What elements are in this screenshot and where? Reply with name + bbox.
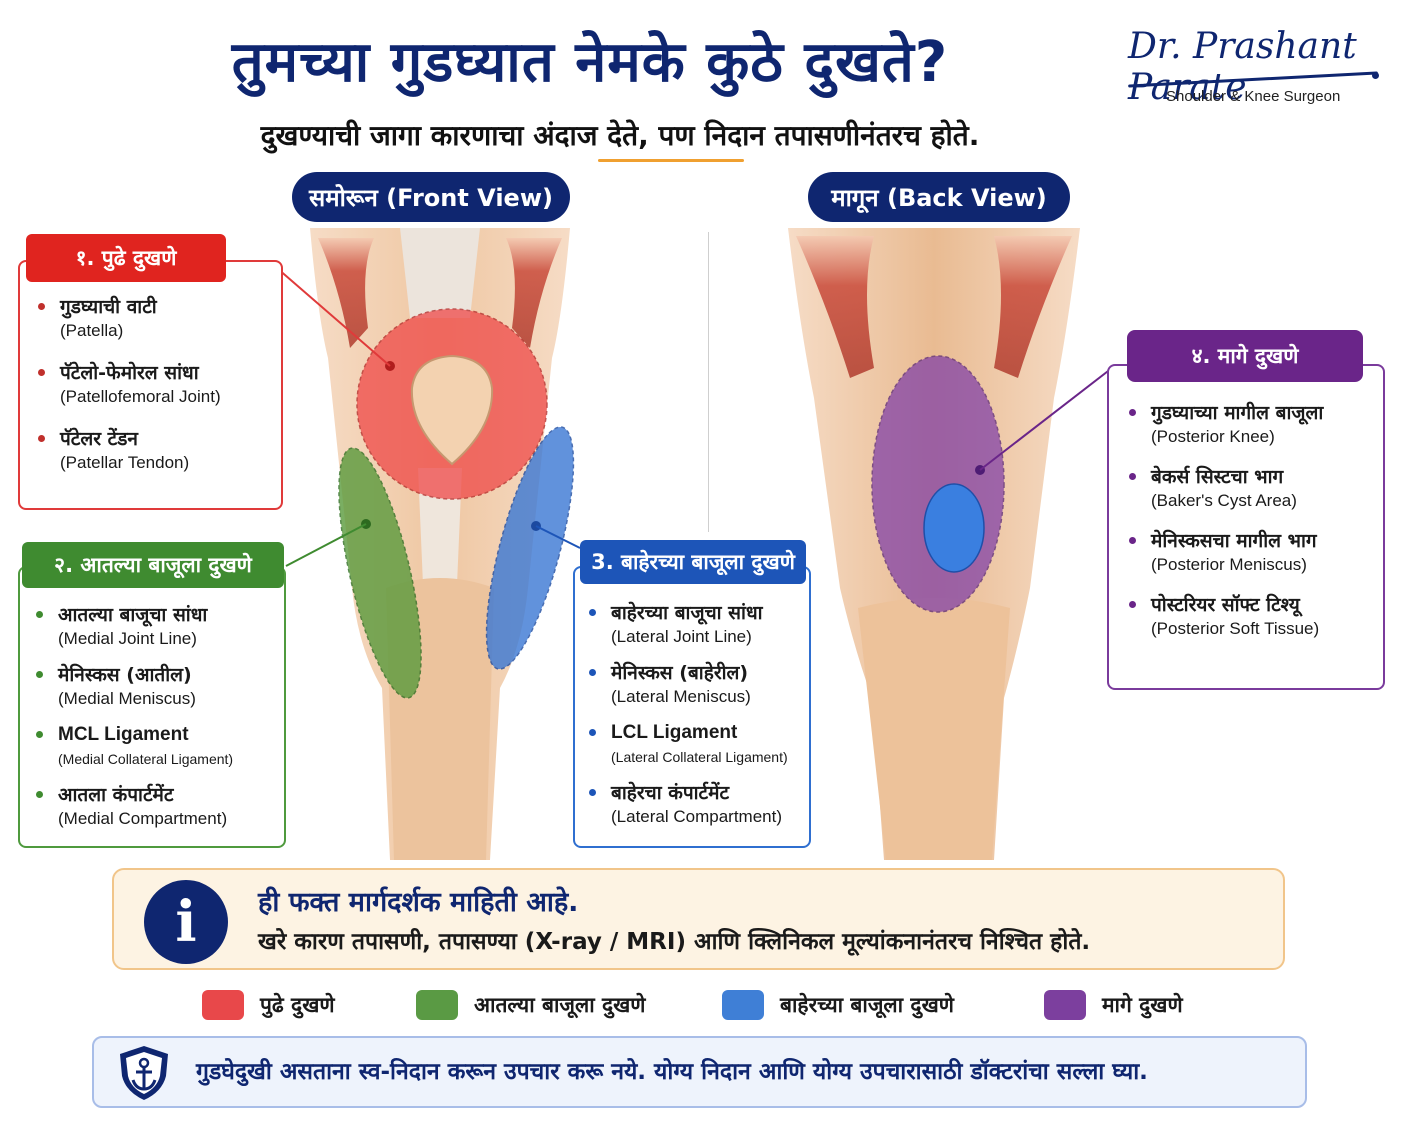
legend-label: मागे दुखणे bbox=[1102, 993, 1183, 1017]
back-hamstring-left bbox=[796, 236, 874, 378]
front-knee-illustration bbox=[310, 228, 575, 860]
legend-item-back: मागे दुखणे bbox=[1044, 988, 1183, 1022]
info-body: खरे कारण तपासणी, तपासण्या (X-ray / MRI) … bbox=[258, 929, 1091, 955]
bullet-icon bbox=[1129, 537, 1136, 544]
legend-label: पुढे दुखणे bbox=[260, 993, 335, 1017]
legend-swatch bbox=[1044, 990, 1086, 1020]
zone-lateral-overlay bbox=[485, 426, 575, 670]
back-view-label: मागून (Back View) bbox=[808, 172, 1070, 222]
back-pain-card: गुडघ्याच्या मागील बाजूला(Posterior Knee)… bbox=[1107, 364, 1385, 690]
bullet-icon bbox=[1129, 473, 1136, 480]
shield-anchor-icon bbox=[120, 1046, 168, 1100]
info-icon: i bbox=[144, 880, 228, 964]
bullet-icon bbox=[36, 611, 43, 618]
bullet-icon bbox=[1129, 601, 1136, 608]
medial-pain-heading: २. आतल्या बाजूला दुखणे bbox=[22, 542, 284, 588]
bullet-icon bbox=[1129, 409, 1136, 416]
bullet-icon bbox=[589, 609, 596, 616]
front-quad-tendon bbox=[400, 228, 480, 318]
list-item: मेनिस्कस (बाहेरील)(Lateral Meniscus) bbox=[585, 660, 788, 708]
lateral-pain-card: बाहेरच्या बाजूचा सांधा(Lateral Joint Lin… bbox=[573, 566, 811, 848]
info-box bbox=[112, 868, 1285, 970]
back-hamstring-right bbox=[994, 236, 1072, 378]
legend-swatch bbox=[416, 990, 458, 1020]
list-item: MCL Ligament(Medial Collateral Ligament) bbox=[32, 722, 233, 770]
list-item: आतला कंपार्टमेंट(Medial Compartment) bbox=[32, 782, 233, 830]
view-divider bbox=[708, 232, 709, 532]
list-item: गुडघ्याच्या मागील बाजूला(Posterior Knee) bbox=[1125, 400, 1323, 448]
bullet-icon bbox=[589, 729, 596, 736]
back-pain-heading: ४. मागे दुखणे bbox=[1127, 330, 1363, 382]
legend-label: आतल्या बाजूला दुखणे bbox=[474, 993, 646, 1017]
bullet-icon bbox=[589, 669, 596, 676]
bullet-icon bbox=[36, 791, 43, 798]
list-item: गुडघ्याची वाटी(Patella) bbox=[34, 294, 221, 342]
list-item: पॅटेलो-फेमोरल सांधा(Patellofemoral Joint… bbox=[34, 360, 221, 408]
lateral-pain-heading: 3. बाहेरच्या बाजूला दुखणे bbox=[580, 540, 806, 584]
list-item: मेनिस्कसचा मागील भाग(Posterior Meniscus) bbox=[1125, 528, 1323, 576]
connector-front bbox=[269, 261, 391, 367]
bullet-icon bbox=[36, 671, 43, 678]
logo-underline-dot bbox=[1372, 72, 1379, 79]
list-item: मेनिस्कस (आतील)(Medial Meniscus) bbox=[32, 662, 233, 710]
disclaimer-text: गुडघेदुखी असताना स्व-निदान करून उपचार कर… bbox=[196, 1059, 1148, 1085]
medial-pain-card: आतल्या बाजूचा सांधा(Medial Joint Line) म… bbox=[18, 566, 286, 848]
connector-lateral bbox=[535, 525, 581, 549]
list-item: आतल्या बाजूचा सांधा(Medial Joint Line) bbox=[32, 602, 233, 650]
back-calf bbox=[858, 598, 1010, 860]
legend-label: बाहेरच्या बाजूला दुखणे bbox=[780, 993, 954, 1017]
page-title: तुमच्या गुडघ्यात नेमके कुठे दुखते? bbox=[231, 30, 949, 95]
back-knee-illustration bbox=[788, 228, 1080, 860]
list-item: बाहेरचा कंपार्टमेंट(Lateral Compartment) bbox=[585, 780, 788, 828]
page-subtitle: दुखण्याची जागा कारणाचा अंदाज देते, पण नि… bbox=[260, 119, 980, 152]
legend-swatch bbox=[202, 990, 244, 1020]
list-item: पोस्टरियर सॉफ्ट टिश्यू(Posterior Soft Ti… bbox=[1125, 592, 1323, 640]
front-view-label: समोरून (Front View) bbox=[292, 172, 570, 222]
info-title: ही फक्त मार्गदर्शक माहिती आहे. bbox=[258, 887, 579, 918]
doctor-tagline: Shoulder & Knee Surgeon bbox=[1166, 88, 1341, 105]
list-item: पॅटेलर टेंडन(Patellar Tendon) bbox=[34, 426, 221, 474]
list-item: बाहेरच्या बाजूचा सांधा(Lateral Joint Lin… bbox=[585, 600, 788, 648]
front-quad-left bbox=[318, 238, 374, 348]
bullet-icon bbox=[38, 303, 45, 310]
connector-back bbox=[979, 367, 1113, 471]
front-quad-right bbox=[506, 238, 562, 348]
disclaimer-box bbox=[92, 1036, 1307, 1108]
list-item: LCL Ligament(Lateral Collateral Ligament… bbox=[585, 720, 788, 768]
connector-medial bbox=[285, 523, 367, 567]
legend-item-lateral: बाहेरच्या बाजूला दुखणे bbox=[722, 988, 954, 1022]
front-pain-heading: १. पुढे दुखणे bbox=[26, 234, 226, 282]
legend-swatch bbox=[722, 990, 764, 1020]
bullet-icon bbox=[589, 789, 596, 796]
bullet-icon bbox=[36, 731, 43, 738]
bullet-icon bbox=[38, 435, 45, 442]
front-patellar-tendon bbox=[418, 468, 462, 608]
list-item: बेकर्स सिस्टचा भाग(Baker's Cyst Area) bbox=[1125, 464, 1323, 512]
bakers-cyst bbox=[923, 483, 985, 573]
front-pain-card: गुडघ्याची वाटी(Patella) पॅटेलो-फेमोरल सा… bbox=[18, 260, 283, 510]
legend-item-medial: आतल्या बाजूला दुखणे bbox=[416, 988, 645, 1022]
legend-item-front: पुढे दुखणे bbox=[202, 988, 335, 1022]
front-patella bbox=[410, 354, 494, 466]
bullet-icon bbox=[38, 369, 45, 376]
doctor-name: Dr. Prashant Parate bbox=[1128, 26, 1357, 108]
subtitle-underline bbox=[598, 159, 744, 162]
